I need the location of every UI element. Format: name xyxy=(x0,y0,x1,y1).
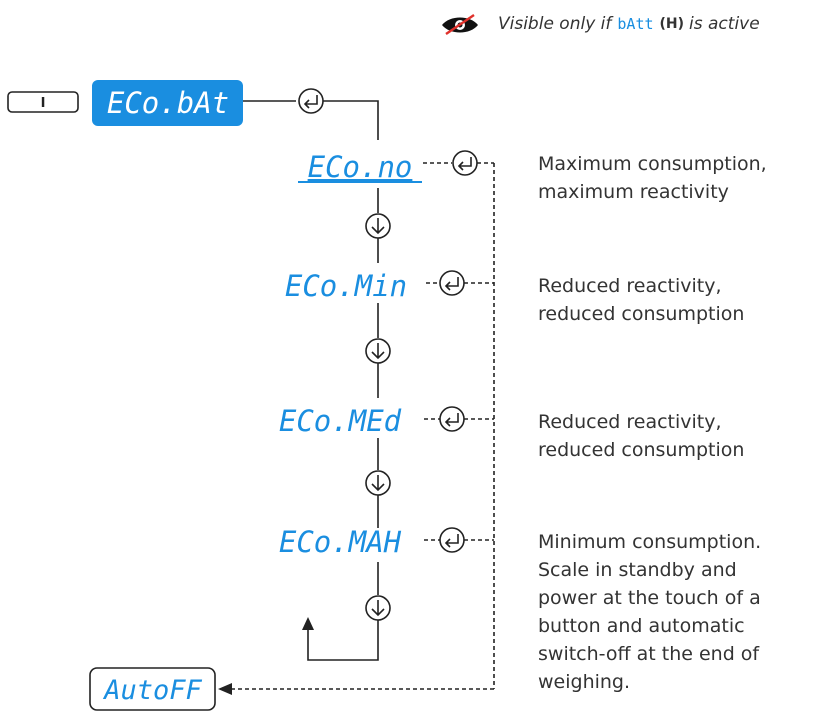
i-key-button[interactable]: I xyxy=(7,91,79,113)
hidden-eye-icon xyxy=(442,14,478,35)
autoff-label: AutoFF xyxy=(102,675,202,706)
menu-title: ECo.bAt xyxy=(107,86,229,120)
option-eco-min[interactable]: ECo.Min xyxy=(285,269,407,303)
option-description: Minimum consumption. Scale in standby an… xyxy=(538,531,762,693)
option-description: Maximum consumption, maximum reactivity xyxy=(538,153,767,203)
option-eco-med[interactable]: ECo.MEd xyxy=(279,404,402,438)
enter-icon[interactable] xyxy=(298,88,324,114)
trunk-connector xyxy=(323,100,379,140)
loop-back-line xyxy=(307,620,379,661)
note-flag: (H) xyxy=(659,16,685,32)
next-arrow-icon[interactable] xyxy=(365,595,391,621)
option-eco-no[interactable]: ECo.no xyxy=(308,150,413,184)
option-description: Reduced reactivity, reduced consumption xyxy=(538,275,745,325)
enter-icon[interactable] xyxy=(439,527,465,553)
menu-title-box: ECo.bAt xyxy=(92,80,243,126)
autoff-box[interactable]: AutoFF xyxy=(89,667,216,711)
next-arrow-icon[interactable] xyxy=(365,470,391,496)
loop-back-arrowhead xyxy=(302,617,314,630)
note-param: bAtt xyxy=(617,15,654,33)
key-label: I xyxy=(41,96,46,111)
option-description: Reduced reactivity, reduced consumption xyxy=(538,411,745,461)
visibility-note: Visible only if bAtt (H) is active xyxy=(440,12,760,36)
next-arrow-icon[interactable] xyxy=(365,213,391,239)
enter-icon[interactable] xyxy=(439,270,465,296)
note-suffix: is active xyxy=(689,14,760,34)
enter-icon[interactable] xyxy=(452,150,478,176)
note-prefix: Visible only if xyxy=(498,14,612,34)
enter-icon[interactable] xyxy=(439,406,465,432)
exit-arrowhead xyxy=(218,683,232,695)
option-eco-max[interactable]: ECo.MAH xyxy=(279,525,402,559)
next-arrow-icon[interactable] xyxy=(365,338,391,364)
